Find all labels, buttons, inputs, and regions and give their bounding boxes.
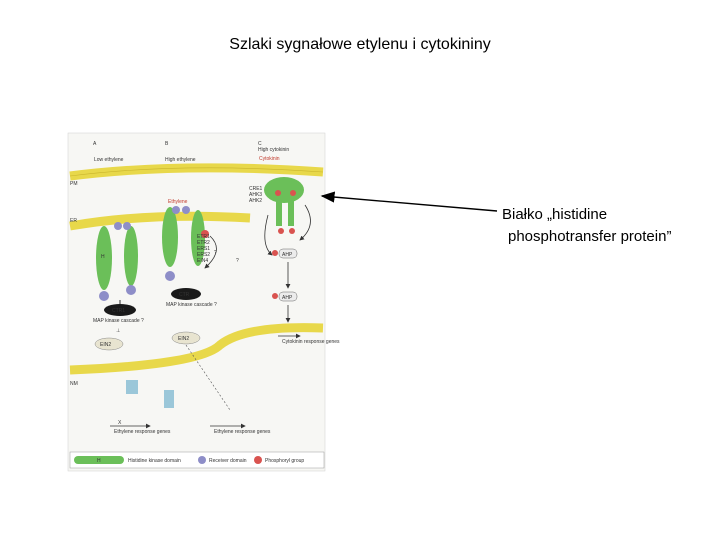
legend-pg-swatch xyxy=(254,456,262,464)
legend-pg: Phosphoryl group xyxy=(265,458,304,464)
svg-text:AHK3: AHK3 xyxy=(249,192,262,198)
ctr-label: CTR xyxy=(179,292,190,298)
question-mark-2: ? xyxy=(236,258,239,264)
ethylene-label: Ethylene xyxy=(168,199,188,205)
panel-label-c: C xyxy=(258,141,262,147)
legend-box xyxy=(69,451,325,469)
label-er: ER xyxy=(70,218,77,224)
label-pm: PM xyxy=(70,181,78,187)
ein2-label-b: EIN2 xyxy=(178,336,189,342)
ctr1-label: CTR1 xyxy=(112,308,125,314)
nuclear-membrane xyxy=(69,323,324,375)
condition-label-a: Low ethylene xyxy=(94,157,124,163)
svg-text:ERS1: ERS1 xyxy=(197,246,210,252)
condition-label-b: High ethylene xyxy=(165,157,196,163)
panel-label-a: A xyxy=(93,141,97,147)
receptor-dimer-a: H xyxy=(96,222,138,301)
map-cascade-b: MAP kinase cascade ? xyxy=(166,302,217,308)
ahp-label-1: AHP xyxy=(282,252,293,258)
callout-text: Białko „histidine phosphotransfer protei… xyxy=(502,204,671,248)
nuclear-factor-2 xyxy=(164,390,174,408)
inhibit-a: ⊥ xyxy=(116,328,120,334)
legend-hk-swatch xyxy=(74,456,124,464)
legend-rd: Receiver domain xyxy=(209,458,247,464)
ethylene-genes-a: Ethylene response genes xyxy=(114,429,171,435)
ein2-b xyxy=(171,331,201,345)
nuclear-factor-1 xyxy=(126,380,138,394)
legend-rd-swatch xyxy=(198,456,206,464)
svg-text:EIN4: EIN4 xyxy=(197,258,208,264)
panel-label-b: B xyxy=(165,141,169,147)
receptor-dimer-b xyxy=(162,206,209,281)
svg-text:ETR2: ETR2 xyxy=(197,240,210,246)
svg-text:ERS2: ERS2 xyxy=(197,252,210,258)
ein2-a xyxy=(94,337,124,351)
legend-hk-h: H xyxy=(97,458,101,464)
cytokinin-label: Cytokinin xyxy=(259,156,280,162)
svg-text:CRE1: CRE1 xyxy=(249,186,263,192)
receptor-list-ethylene: ETR1 ETR2 ERS1 ERS2 EIN4 xyxy=(197,234,210,264)
er-membrane xyxy=(69,211,251,231)
ethylene-genes-b: Ethylene response genes xyxy=(214,429,271,435)
callout-line-1: Białko „histidine xyxy=(502,206,608,223)
ctr-box xyxy=(171,288,201,300)
callout-arrow xyxy=(320,191,498,212)
legend-hk: Histidine kinase domain xyxy=(128,458,181,464)
ahp-box-1 xyxy=(278,248,298,259)
condition-label-c: High cytokinin xyxy=(258,147,289,153)
ctr1-box xyxy=(104,304,136,316)
cytokinin-genes: Cytokinin response genes xyxy=(282,339,340,345)
ahp-label-2: AHP xyxy=(282,295,293,301)
receptor-list-cytokinin: CRE1 AHK3 AHK2 xyxy=(249,186,263,204)
ein2-label-a: EIN2 xyxy=(100,342,111,348)
callout-line-2: phosphotransfer protein” xyxy=(508,228,672,245)
cytokinin-receptor xyxy=(264,177,304,234)
hk-label-a: H xyxy=(101,254,105,260)
label-nm: NM xyxy=(70,381,78,387)
slide-title: Szlaki sygnałowe etylenu i cytokininy xyxy=(229,36,491,53)
ahp-box-2 xyxy=(278,291,298,302)
cross-mark: X xyxy=(118,420,122,426)
map-cascade-a: MAP kinase cascade ? xyxy=(93,318,144,324)
svg-text:ETR1: ETR1 xyxy=(197,234,210,240)
svg-text:AHK2: AHK2 xyxy=(249,198,262,204)
